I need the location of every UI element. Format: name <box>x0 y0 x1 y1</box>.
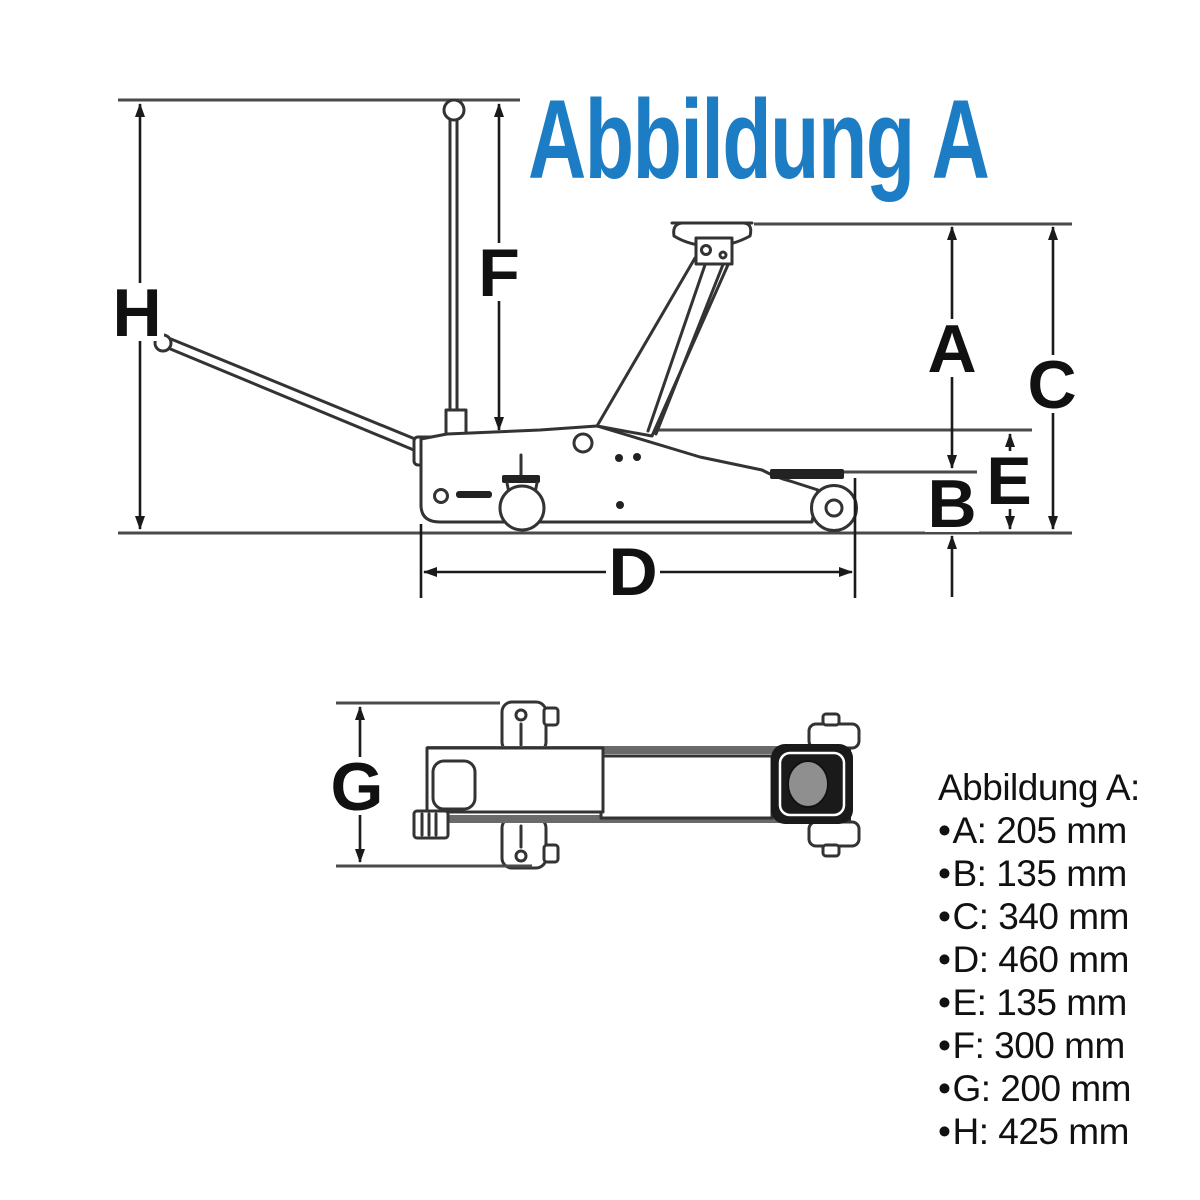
dimension-h: H <box>110 103 164 530</box>
top-view-rear-body <box>412 746 605 840</box>
bullet-icon: • <box>938 810 951 851</box>
spec-value-d: D: 460 mm <box>952 939 1129 980</box>
front-wheel <box>810 484 858 532</box>
spec-row-e: •E: 135 mm <box>938 981 1200 1024</box>
chassis-hole <box>433 488 449 504</box>
dimension-label-h: H <box>112 275 161 351</box>
dimension-label-e: E <box>986 443 1031 519</box>
spec-value-f: F: 300 mm <box>952 1025 1125 1066</box>
bullet-icon: • <box>938 939 951 980</box>
bullet-icon: • <box>938 1068 951 1109</box>
top-view-rear-caster-lower <box>500 816 560 870</box>
dimension-f: F <box>472 103 526 431</box>
handle-lever <box>153 333 448 467</box>
dimension-label-b: B <box>927 466 976 542</box>
spec-value-g: G: 200 mm <box>952 1068 1131 1109</box>
top-view-saddle <box>771 744 853 824</box>
spec-value-b: B: 135 mm <box>952 853 1127 894</box>
top-view-rear-caster-upper <box>500 700 560 754</box>
caster-plate <box>502 475 540 483</box>
dimension-g: G <box>330 701 532 868</box>
rear-caster <box>498 453 546 532</box>
spec-value-a: A: 205 mm <box>952 810 1127 851</box>
rear-cutout <box>431 759 477 811</box>
spec-row-b: •B: 135 mm <box>938 852 1200 895</box>
caster-wheel <box>498 484 546 532</box>
dimension-d: D <box>419 478 857 610</box>
handle-rod <box>442 98 468 442</box>
dimension-label-c: C <box>1027 347 1076 423</box>
spec-row-h: •H: 425 mm <box>938 1110 1200 1153</box>
spec-value-h: H: 425 mm <box>952 1111 1129 1152</box>
top-view-drawing: G <box>330 700 861 870</box>
spec-row-g: •G: 200 mm <box>938 1067 1200 1110</box>
front-wheel-hub <box>824 498 844 518</box>
bullet-icon: • <box>938 1111 951 1152</box>
chassis-slot <box>456 491 492 498</box>
spec-value-e: E: 135 mm <box>952 982 1127 1023</box>
spec-value-c: C: 340 mm <box>952 896 1129 937</box>
side-view-drawing: H F A B C <box>110 98 1080 610</box>
dimension-e: E <box>982 433 1036 530</box>
spec-list: Abbildung A: •A: 205 mm •B: 135 mm •C: 3… <box>938 766 1200 1153</box>
spec-row-f: •F: 300 mm <box>938 1024 1200 1067</box>
saddle-pad-top <box>787 760 829 808</box>
bullet-icon: • <box>938 896 951 937</box>
handle-rod-eyelet <box>442 98 466 122</box>
frame-channel <box>599 754 774 820</box>
dimension-label-a: A <box>927 311 976 387</box>
dimension-label-d: D <box>608 534 657 610</box>
figure-title: Abbildung A <box>528 77 990 202</box>
bullet-icon: • <box>938 1025 951 1066</box>
dimension-c: C <box>1026 226 1080 530</box>
dimension-a: A <box>925 226 979 469</box>
spec-row-d: •D: 460 mm <box>938 938 1200 981</box>
spec-list-heading: Abbildung A: <box>938 767 1140 808</box>
dimension-b: B <box>925 466 979 597</box>
dimension-label-g: G <box>331 749 384 825</box>
front-pad <box>770 469 844 479</box>
lift-arm <box>595 256 733 438</box>
top-rail <box>427 746 789 754</box>
bullet-icon: • <box>938 982 951 1023</box>
bullet-icon: • <box>938 853 951 894</box>
top-view-front-wheel-lower <box>807 820 861 858</box>
top-view-front-wheel-upper <box>807 712 861 750</box>
spec-row-c: •C: 340 mm <box>938 895 1200 938</box>
arm-pivot <box>572 432 594 454</box>
dimension-label-f: F <box>478 235 520 311</box>
spec-row-a: •A: 205 mm <box>938 809 1200 852</box>
saddle-cup <box>670 221 754 266</box>
pump-grip <box>412 809 450 840</box>
